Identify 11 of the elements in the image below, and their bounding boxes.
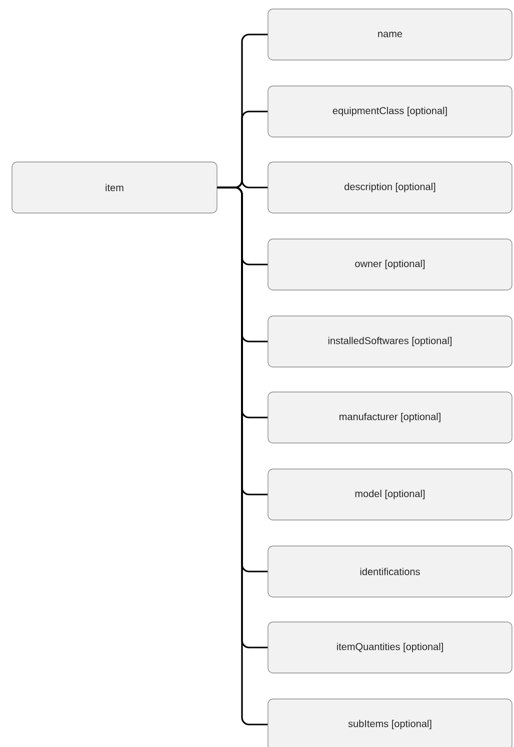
field-box: description [optional] [268,162,512,214]
root-box: item [12,162,218,214]
field-box: identifications [268,546,512,598]
field-box: name [268,8,512,60]
field-box: model [optional] [268,468,512,520]
field-box: installedSoftwares [optional] [268,316,512,368]
field-box: itemQuantities [optional] [268,622,512,674]
field-box: manufacturer [optional] [268,392,512,444]
field-box: owner [optional] [268,238,512,290]
field-box: equipmentClass [optional] [268,86,512,138]
field-box: subItems [optional] [268,698,512,747]
